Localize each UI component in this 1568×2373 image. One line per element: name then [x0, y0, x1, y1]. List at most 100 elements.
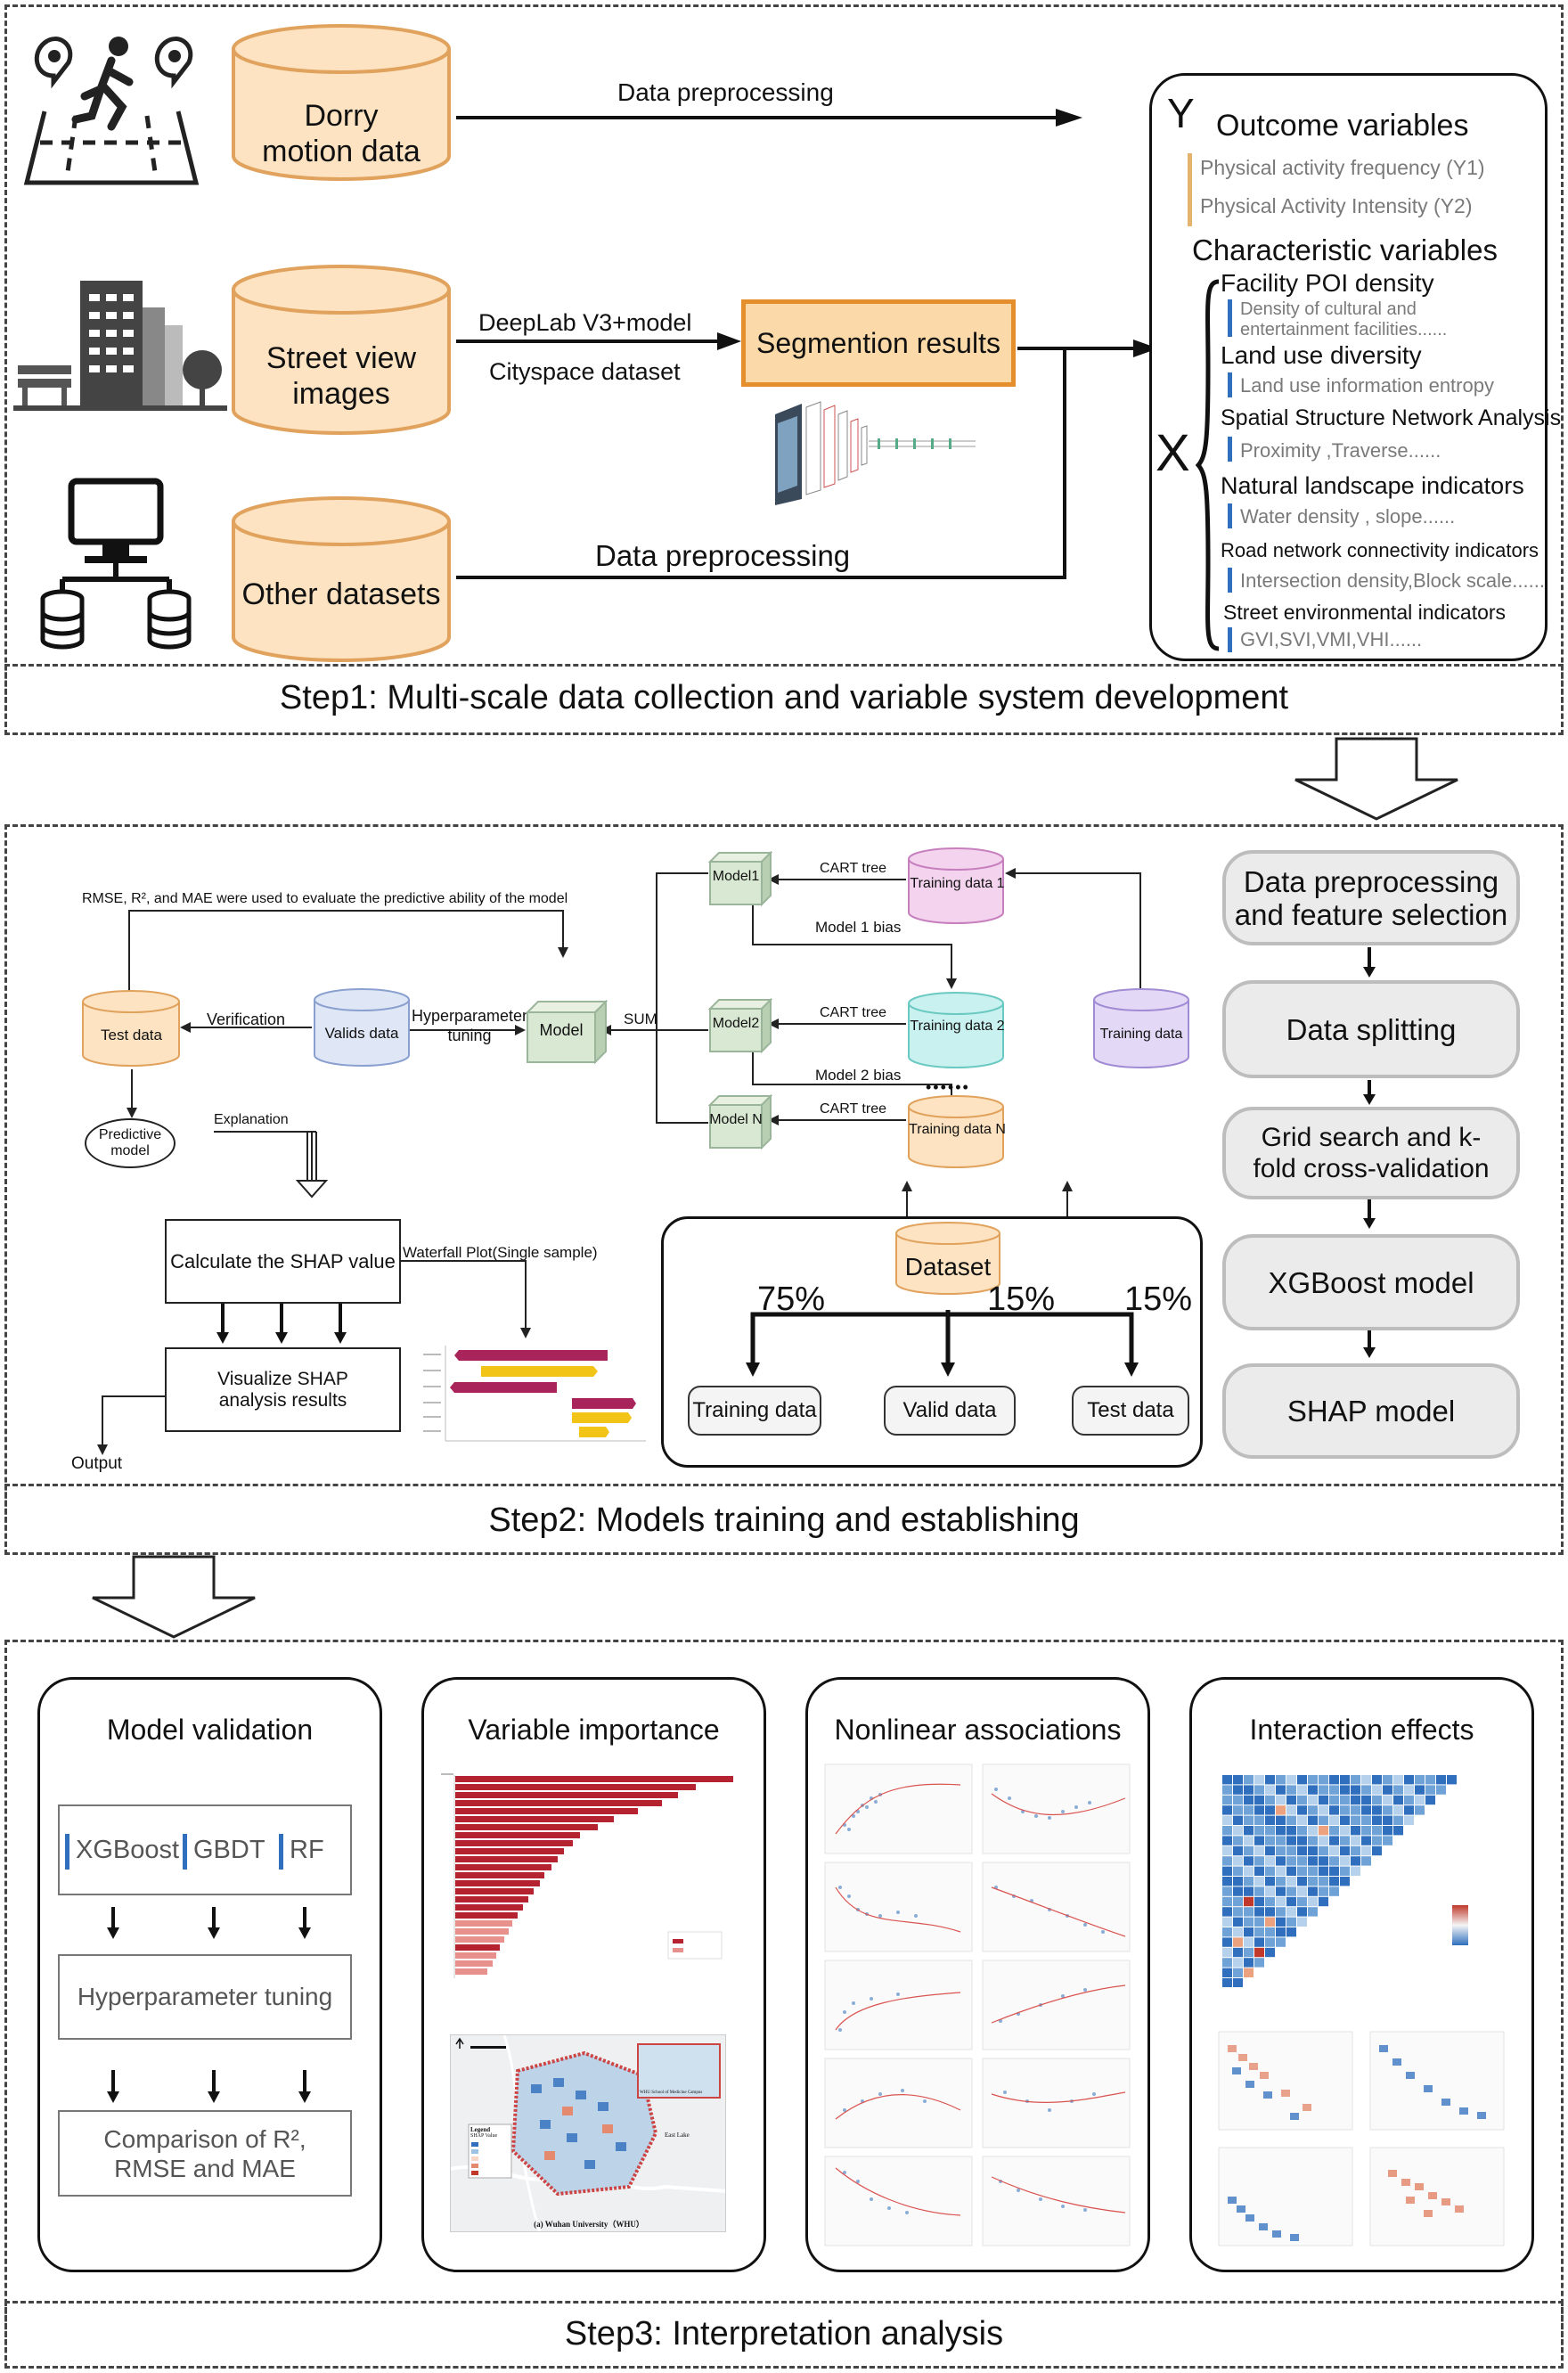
x-group-bar-poi	[1228, 299, 1232, 337]
heatmap-cell	[1286, 1815, 1296, 1825]
heatmap-cell	[1286, 1785, 1296, 1795]
model-2-label: Model2	[712, 1016, 760, 1031]
heatmap-cell	[1276, 1896, 1286, 1907]
heatmap-cell	[1351, 1795, 1360, 1805]
heatmap-cell	[1308, 1886, 1318, 1896]
heatmap-cell	[1233, 1845, 1243, 1856]
source-label-dorry: Dorry motion data	[230, 98, 453, 169]
calc-shap-box: Calculate the SHAP value	[165, 1219, 401, 1304]
heatmap-cell	[1297, 1836, 1307, 1845]
visualize-label-2: analysis results	[218, 1389, 347, 1411]
heatmap-cell	[1351, 1856, 1360, 1866]
heatmap-cell	[1222, 1877, 1232, 1886]
heatmap-cell	[1265, 1886, 1275, 1896]
heatmap-cell	[1297, 1815, 1307, 1825]
heatmap-cell	[1329, 1845, 1339, 1856]
map-label-medical: WHU School of Medicine Campus	[640, 2091, 703, 2095]
heatmap-cell	[1372, 1785, 1382, 1795]
heatmap-cell	[1329, 1856, 1339, 1866]
heatmap-cell	[1447, 1775, 1457, 1785]
bias-label-2: Model 2 bias	[815, 1067, 902, 1084]
heatmap-cell	[1383, 1775, 1392, 1785]
heatmap-cell	[1276, 1866, 1286, 1876]
flow-step-preprocessing-1: Data preprocessing	[1243, 864, 1499, 898]
heatmap-cell	[1265, 1917, 1275, 1927]
heatmap-cell	[1265, 1877, 1275, 1886]
heatmap-cell	[1340, 1845, 1350, 1856]
source-label-street-text: Street view images	[265, 341, 417, 411]
heatmap-cell	[1265, 1836, 1275, 1845]
flow-step-splitting-label: Data splitting	[1286, 1012, 1457, 1046]
heatmap-cell	[1404, 1795, 1414, 1805]
heatmap-cell	[1308, 1836, 1318, 1845]
x-group-title-landuse: Land use diversity	[1221, 341, 1422, 369]
heatmap-cell	[1286, 1826, 1296, 1836]
heatmap-cell	[1254, 1927, 1264, 1937]
heatmap-cell	[1233, 1877, 1243, 1886]
heatmap-cell	[1233, 1856, 1243, 1866]
model-box-n	[708, 1094, 772, 1150]
heatmap-cell	[1222, 1896, 1232, 1907]
heatmap-cell	[1276, 1886, 1286, 1896]
heatmap-cell	[1222, 1947, 1232, 1958]
heatmap-cell	[1233, 1785, 1243, 1795]
flow-step-shap-label: SHAP model	[1286, 1395, 1456, 1428]
heatmap-cell	[1329, 1775, 1339, 1785]
heatmap-cell	[1265, 1845, 1275, 1856]
source-label-street: Street view images	[230, 340, 453, 412]
x-group-title-poi: Facility POI density	[1221, 269, 1434, 297]
heatmap-cell	[1308, 1896, 1318, 1907]
heatmap-cell	[1222, 1775, 1232, 1785]
heatmap-cell	[1265, 1795, 1275, 1805]
heatmap-cell	[1415, 1785, 1425, 1795]
heatmap-cell	[1222, 1927, 1232, 1937]
visualize-label-1: Visualize SHAP	[217, 1368, 348, 1389]
model-box-1	[708, 851, 772, 906]
heatmap-cell	[1297, 1775, 1307, 1785]
heatmap-cell	[1415, 1775, 1425, 1785]
heatmap-cell	[1233, 1815, 1243, 1825]
flow-step-preprocessing-2: and feature selection	[1234, 897, 1508, 931]
heatmap-cell	[1308, 1775, 1318, 1785]
heatmap-cell	[1351, 1866, 1360, 1876]
heatmap-cell	[1393, 1805, 1403, 1815]
comparison-label-1: Comparison of R²,	[103, 2124, 306, 2153]
heatmap-cell	[1319, 1815, 1328, 1825]
heatmap-cell	[1254, 1937, 1264, 1947]
training-data-n-cylinder	[908, 1095, 1004, 1168]
panel-title-interaction: Interaction effects	[1249, 1714, 1474, 1746]
heatmap-cell	[1254, 1836, 1264, 1845]
heatmap-cell	[1244, 1826, 1254, 1836]
heatmap-cell	[1329, 1795, 1339, 1805]
waterfall-plot-thumbnail	[423, 1346, 646, 1442]
heatmap-cell	[1297, 1866, 1307, 1876]
heatmap-cell	[1425, 1785, 1435, 1795]
characteristic-variables-title: Characteristic variables	[1192, 233, 1498, 266]
model-main-label: Model	[539, 1021, 584, 1039]
heatmap-cell	[1254, 1886, 1264, 1896]
heatmap-cell	[1319, 1866, 1328, 1876]
heatmap-cell	[1222, 1886, 1232, 1896]
split-test-data: Test data	[1072, 1386, 1189, 1436]
heatmap-cell	[1222, 1978, 1232, 1987]
heatmap-cell	[1233, 1927, 1243, 1937]
heatmap-cell	[1308, 1805, 1318, 1815]
visualize-shap-box: Visualize SHAP analysis results	[165, 1347, 401, 1432]
heatmap-cell	[1308, 1856, 1318, 1866]
heatmap-cell	[1393, 1815, 1403, 1825]
flow-step-splitting: Data splitting	[1222, 980, 1520, 1078]
heatmap-cell	[1265, 1805, 1275, 1815]
heatmap-cell	[1233, 1978, 1243, 1987]
x-group-sub-landscape: Water density , slope......	[1240, 505, 1456, 528]
heatmap-cell	[1286, 1896, 1296, 1907]
label-data-preprocessing-bottom: Data preprocessing	[595, 539, 851, 572]
heatmap-cell	[1265, 1937, 1275, 1947]
source-label-dorry-text: Dorry motion data	[262, 99, 421, 168]
predictive-model-ellipse: Predictive model	[85, 1118, 176, 1168]
heatmap-cell	[1254, 1866, 1264, 1876]
sum-label: SUM	[624, 1011, 657, 1027]
heatmap-cell	[1393, 1785, 1403, 1795]
heatmap-cell	[1372, 1815, 1382, 1825]
x-group-bar-landscape	[1228, 503, 1232, 528]
map-legend-sub: SHAP Value	[470, 2133, 498, 2139]
